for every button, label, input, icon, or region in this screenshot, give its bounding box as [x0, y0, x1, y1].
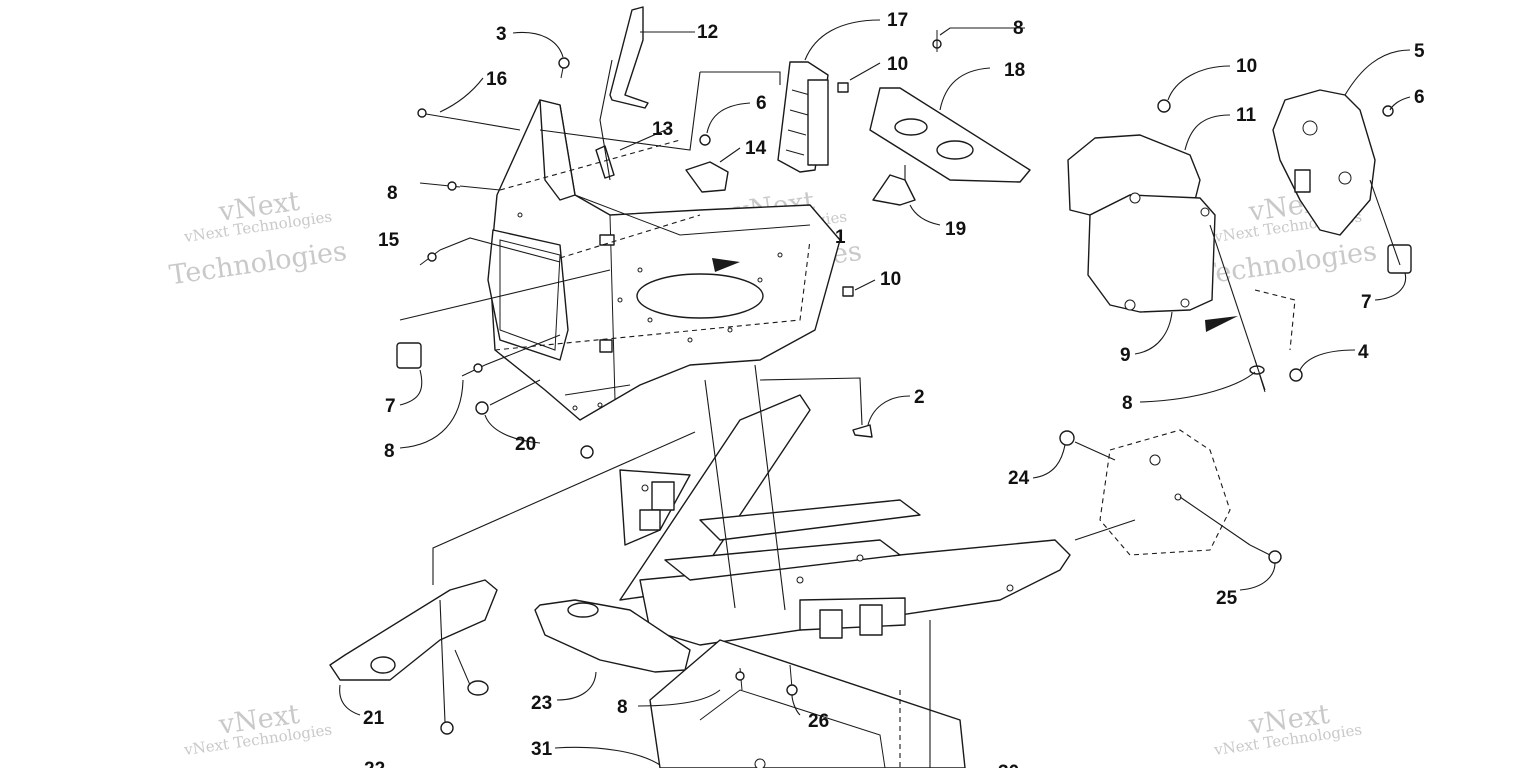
front-bulkhead: [487, 99, 841, 421]
callout-15: 15: [378, 230, 400, 251]
callout-6: 6: [1414, 87, 1425, 108]
callout-26: 26: [808, 711, 829, 732]
callout-25: 25: [1216, 588, 1238, 609]
callout-8: 8: [384, 441, 395, 462]
callout-7: 7: [1361, 292, 1372, 313]
part-23-bracket: [534, 599, 691, 673]
callout-14: 14: [745, 138, 767, 159]
callout-18: 18: [1004, 60, 1025, 81]
callout-8: 8: [1013, 18, 1024, 39]
callout-16: 16: [486, 69, 507, 90]
callout-7: 7: [385, 396, 396, 417]
part-7-block-left: [396, 342, 422, 369]
watermark-bottom-left: vNext Technologies vNext: [182, 699, 333, 759]
callout-2: 2: [914, 387, 925, 408]
callout-5: 5: [1414, 41, 1425, 62]
callout-1: 1: [835, 227, 846, 248]
callout-8: 8: [387, 183, 398, 204]
callout-labels: 3 12 17 8 16 10 18 6 13 14 8 15 1 10 19 …: [363, 10, 1425, 768]
part-9-cover: [1087, 192, 1216, 313]
side-panel-dashed: [1099, 429, 1231, 556]
watermark-top-left: vNext Technologies vNext Technologies: [167, 186, 348, 292]
part-21-arm: [329, 579, 498, 696]
part-19-bracket: [872, 174, 916, 206]
callout-12: 12: [697, 22, 718, 43]
callout-22: 22: [364, 759, 385, 768]
main-frame: [619, 394, 1071, 646]
callout-11: 11: [1236, 105, 1257, 126]
part-18-plate: [869, 87, 1031, 183]
part-17-grille: [777, 61, 829, 173]
callout-10: 10: [880, 269, 901, 290]
part-5-housing: [1272, 89, 1376, 236]
callout-8: 8: [617, 697, 628, 718]
callout-8: 8: [1122, 393, 1133, 414]
callout-19: 19: [945, 219, 966, 240]
part-12-bracket: [609, 6, 649, 109]
callout-17: 17: [887, 10, 908, 31]
callout-21: 21: [363, 708, 385, 729]
callout-24: 24: [1008, 468, 1030, 489]
part-14-bracket: [685, 161, 729, 193]
callout-10: 10: [1236, 56, 1257, 77]
callout-10: 10: [887, 54, 908, 75]
part-13-plate: [595, 145, 615, 179]
callout-23: 23: [531, 693, 552, 714]
callout-4: 4: [1358, 342, 1369, 363]
skid-plate: [649, 639, 966, 768]
watermark-bottom-right: vNext Technologies vNext: [1212, 699, 1363, 759]
callout-13: 13: [652, 119, 673, 140]
leader-lines: [339, 19, 1411, 768]
callout-6: 6: [756, 93, 767, 114]
callout-20: 20: [515, 434, 536, 455]
callout-30: 30: [998, 762, 1019, 768]
part-7-block-right: [1387, 244, 1412, 274]
callout-9: 9: [1120, 345, 1131, 366]
callout-3: 3: [496, 24, 507, 45]
callout-31: 31: [531, 739, 553, 760]
